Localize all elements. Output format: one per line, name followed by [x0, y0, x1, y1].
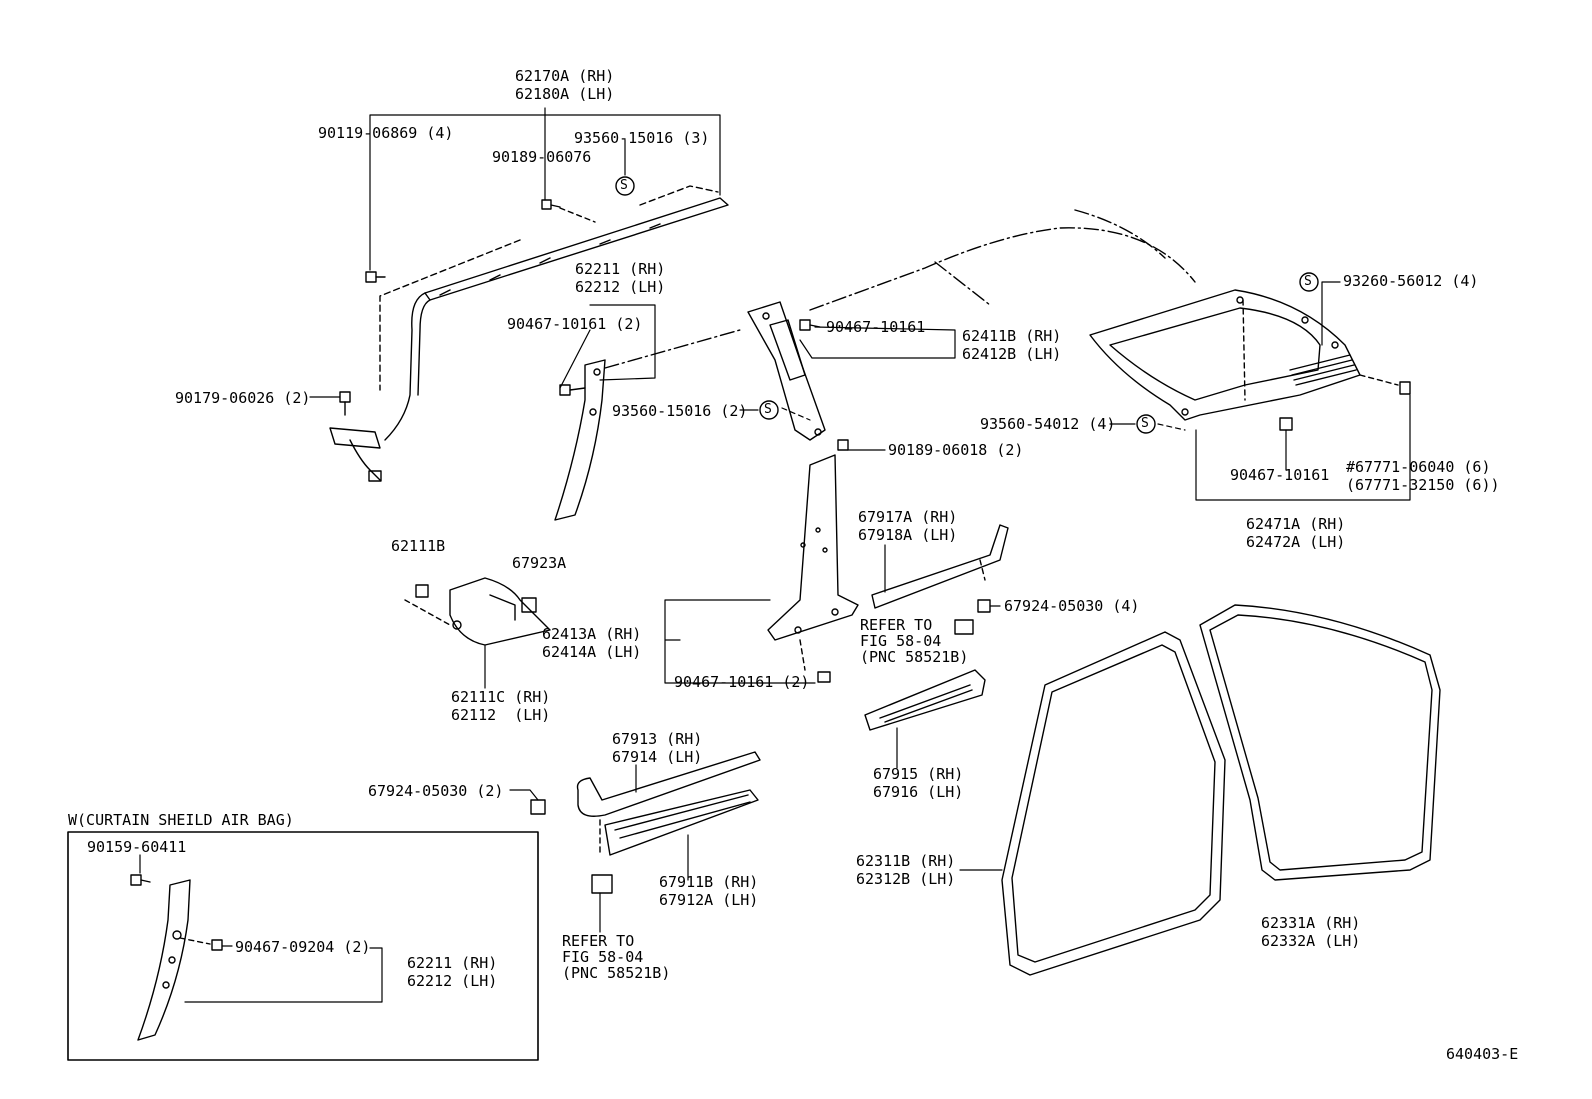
leader-lines [139, 107, 1411, 1003]
cowl-side-trim-part [404, 577, 551, 646]
label-93560-b: 93560-15016 (2) [612, 402, 748, 420]
label-90467-e: 90467-09204 (2) [235, 938, 371, 956]
label-67924-b: 67924-05030 (2) [368, 782, 504, 800]
label-62111C: 62111C (RH)62112 (LH) [451, 688, 551, 724]
label-62111B: 62111B [391, 537, 446, 555]
label-90189-b: 90189-06018 (2) [888, 441, 1024, 459]
label-62170A: 62170A (RH)62180A (LH) [515, 67, 615, 103]
label-62311B: 62311B (RH)62312B (LH) [856, 852, 956, 888]
label-90119: 90119-06869 (4) [318, 124, 454, 142]
sealer-s-4: S [1141, 416, 1149, 431]
label-62471A: 62471A (RH)62472A (LH) [1246, 515, 1346, 551]
roof-outline [604, 209, 1196, 369]
inset-pillar-part [130, 874, 223, 1041]
label-67923A: 67923A [512, 554, 567, 572]
label-90467-b: 90467-10161 [826, 318, 926, 336]
sealer-symbols [615, 176, 1319, 434]
label-62413A: 62413A (RH)62414A (LH) [542, 625, 642, 661]
label-62331A: 62331A (RH)62332A (LH) [1261, 914, 1361, 950]
rear-door-scuff-plate-part [871, 524, 1009, 635]
label-67915: 67915 (RH)67916 (LH) [873, 765, 964, 801]
label-62211-inset: 62211 (RH)62212 (LH) [407, 954, 498, 990]
quarter-trim-panel-part [1089, 289, 1411, 431]
label-62411B: 62411B (RH)62412B (LH) [962, 327, 1062, 363]
label-90467-d: 90467-10161 (2) [674, 673, 810, 691]
label-90189-a: 90189-06076 [492, 148, 592, 166]
label-67911B: 67911B (RH)67912A (LH) [659, 873, 759, 909]
label-90467-c: 90467-10161 [1230, 466, 1330, 484]
diagram-id: 640403-E [1446, 1045, 1519, 1063]
front-door-weatherstrip-part [1001, 631, 1226, 976]
clip-90189-06076 [541, 199, 596, 223]
front-pillar-upper-part [747, 301, 826, 441]
sealer-s-2: S [764, 402, 772, 417]
label-90179: 90179-06026 (2) [175, 389, 311, 407]
sealer-s-1: S [620, 178, 628, 193]
label-93260: 93260-56012 (4) [1343, 272, 1479, 290]
label-90467-a: 90467-10161 (2) [507, 315, 643, 333]
label-62211: 62211 (RH)62212 (LH) [575, 260, 666, 296]
center-pillar-lower-part [767, 439, 859, 683]
label-67913: 67913 (RH)67914 (LH) [612, 730, 703, 766]
inset-title: W(CURTAIN SHEILD AIR BAG) [68, 811, 294, 829]
clip-90179 [339, 391, 351, 416]
label-67771: #67771-06040 (6)(67771-32150 (6)) [1346, 458, 1500, 494]
label-90159: 90159-60411 [87, 838, 187, 856]
label-67917A: 67917A (RH)67918A (LH) [858, 508, 958, 544]
sealer-s-3: S [1304, 274, 1312, 289]
inset-frame [67, 831, 539, 1061]
front-door-scuff-plate-part [530, 751, 761, 894]
label-93560-c: 93560-54012 (4) [980, 415, 1116, 433]
a-pillar-garnish-part [554, 359, 606, 521]
rear-door-weatherstrip-part [1199, 604, 1441, 881]
roof-side-rail-part [329, 185, 729, 482]
label-67924-a: 67924-05030 (4) [1004, 597, 1140, 615]
label-93560-a: 93560-15016 (3) [574, 129, 710, 147]
clip-90119 [365, 271, 386, 283]
rear-step-plate-part [864, 669, 986, 731]
